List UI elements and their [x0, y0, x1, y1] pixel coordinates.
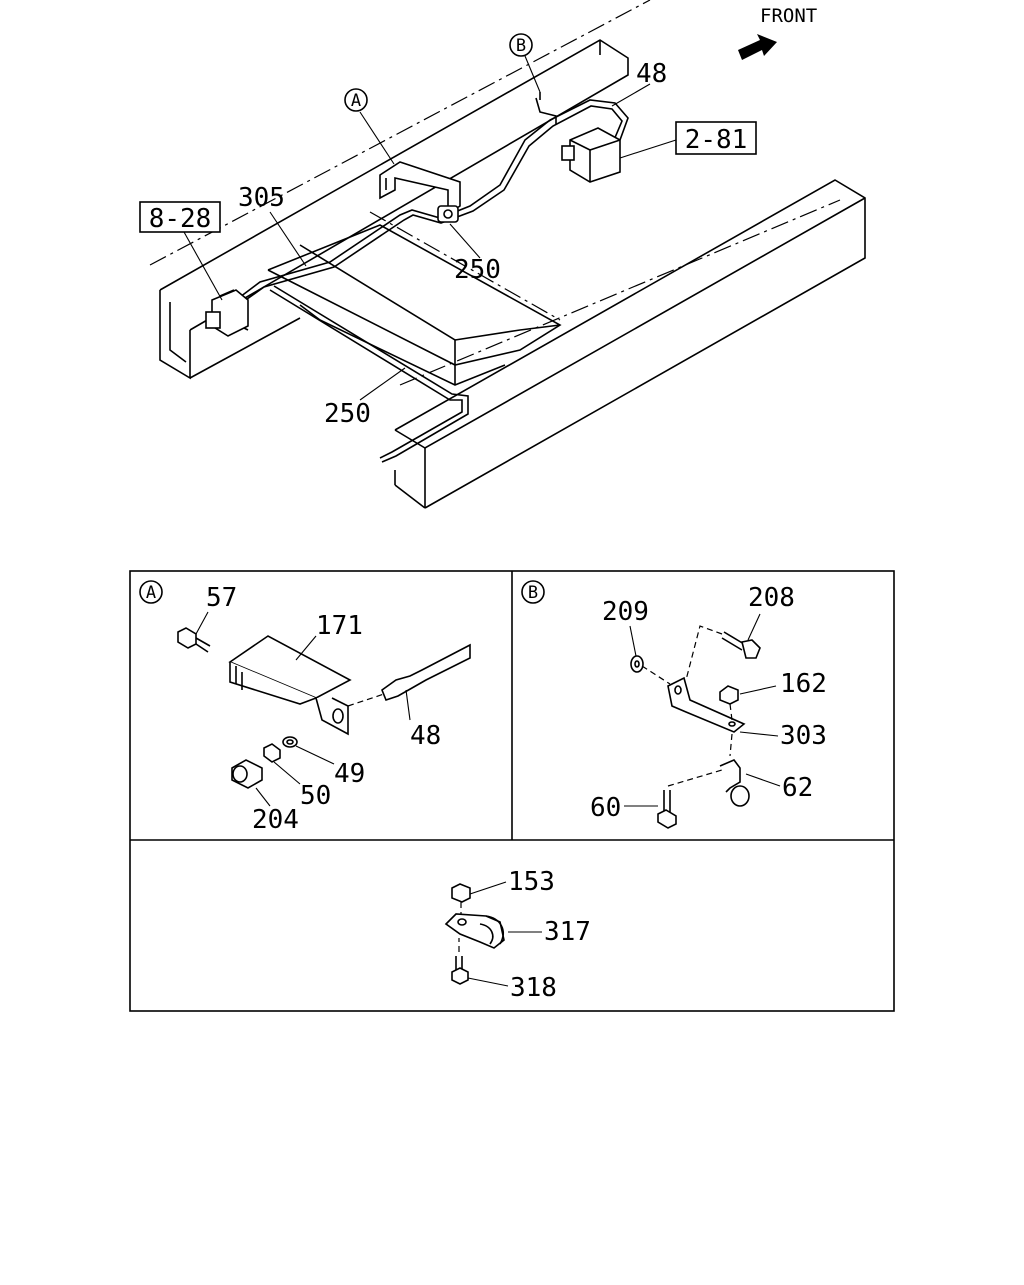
detail-c: 153 317 318 — [444, 867, 591, 1003]
bracket-303 — [667, 676, 779, 737]
part-label-153: 153 — [508, 867, 555, 897]
front-label: FRONT — [760, 5, 817, 27]
part-label-57: 57 — [206, 583, 237, 613]
connector-8-28 — [205, 289, 249, 337]
svg-text:8-28: 8-28 — [149, 204, 212, 234]
left-frame-rail — [159, 39, 629, 380]
nut-162 — [719, 685, 777, 721]
bracket-a — [379, 161, 461, 216]
callout-a: A — [344, 88, 368, 112]
clip-317 — [444, 913, 542, 949]
part-label-318: 318 — [510, 973, 557, 1003]
connector-250 — [437, 205, 459, 223]
control-module — [561, 127, 621, 183]
pipe-250 — [269, 285, 469, 463]
front-arrow-icon — [738, 34, 777, 60]
svg-text:A: A — [351, 91, 361, 111]
part-label-250: 250 — [324, 399, 371, 429]
bolt-60 — [624, 769, 723, 829]
ref-box-2-81: 2-81 — [675, 121, 757, 155]
part-label-171: 171 — [316, 611, 363, 641]
part-label-317: 317 — [544, 917, 591, 947]
detail-a: A — [139, 580, 471, 835]
part-label-48: 48 — [636, 59, 667, 89]
bolt-318 — [451, 938, 509, 987]
nut-153 — [451, 881, 507, 916]
svg-text:2-81: 2-81 — [685, 125, 748, 155]
svg-text:B: B — [528, 583, 538, 603]
main-assembly: FRONT — [139, 0, 866, 509]
clamp-62 — [719, 733, 781, 807]
part-label-60: 60 — [590, 793, 621, 823]
washer-49 — [282, 736, 335, 765]
callout-b: B — [509, 33, 533, 57]
bolt-208 — [685, 613, 761, 681]
part-label-208: 208 — [748, 583, 795, 613]
crossmember — [267, 224, 562, 386]
wire-harness — [231, 92, 629, 331]
part-label-250: 250 — [454, 255, 501, 285]
detail-panels — [129, 570, 895, 1012]
bolt-57 — [177, 611, 211, 653]
centerline — [399, 199, 841, 386]
part-label-303: 303 — [780, 721, 827, 751]
svg-text:B: B — [516, 36, 526, 56]
ref-box-8-28: 8-28 — [139, 201, 221, 234]
washer-209 — [629, 625, 671, 685]
right-frame-rail — [394, 179, 866, 509]
bracket-171 — [228, 635, 352, 736]
part-label-209: 209 — [602, 597, 649, 627]
svg-text:A: A — [146, 583, 156, 603]
part-label-162: 162 — [780, 669, 827, 699]
part-label-62: 62 — [782, 773, 813, 803]
detail-a-tag: A — [139, 580, 163, 604]
part-label-49: 49 — [334, 759, 365, 789]
part-label-48: 48 — [410, 721, 441, 751]
detail-b: B — [521, 580, 827, 829]
centerline — [149, 0, 651, 266]
sensor-48 — [347, 643, 471, 721]
nut-50 — [263, 743, 301, 785]
detail-b-tag: B — [521, 580, 545, 604]
leader-lines — [183, 55, 677, 401]
part-label-50: 50 — [300, 781, 331, 811]
nut-204 — [231, 759, 271, 807]
part-label-305: 305 — [238, 183, 285, 213]
part-label-204: 204 — [252, 805, 299, 835]
centerline — [369, 211, 561, 321]
